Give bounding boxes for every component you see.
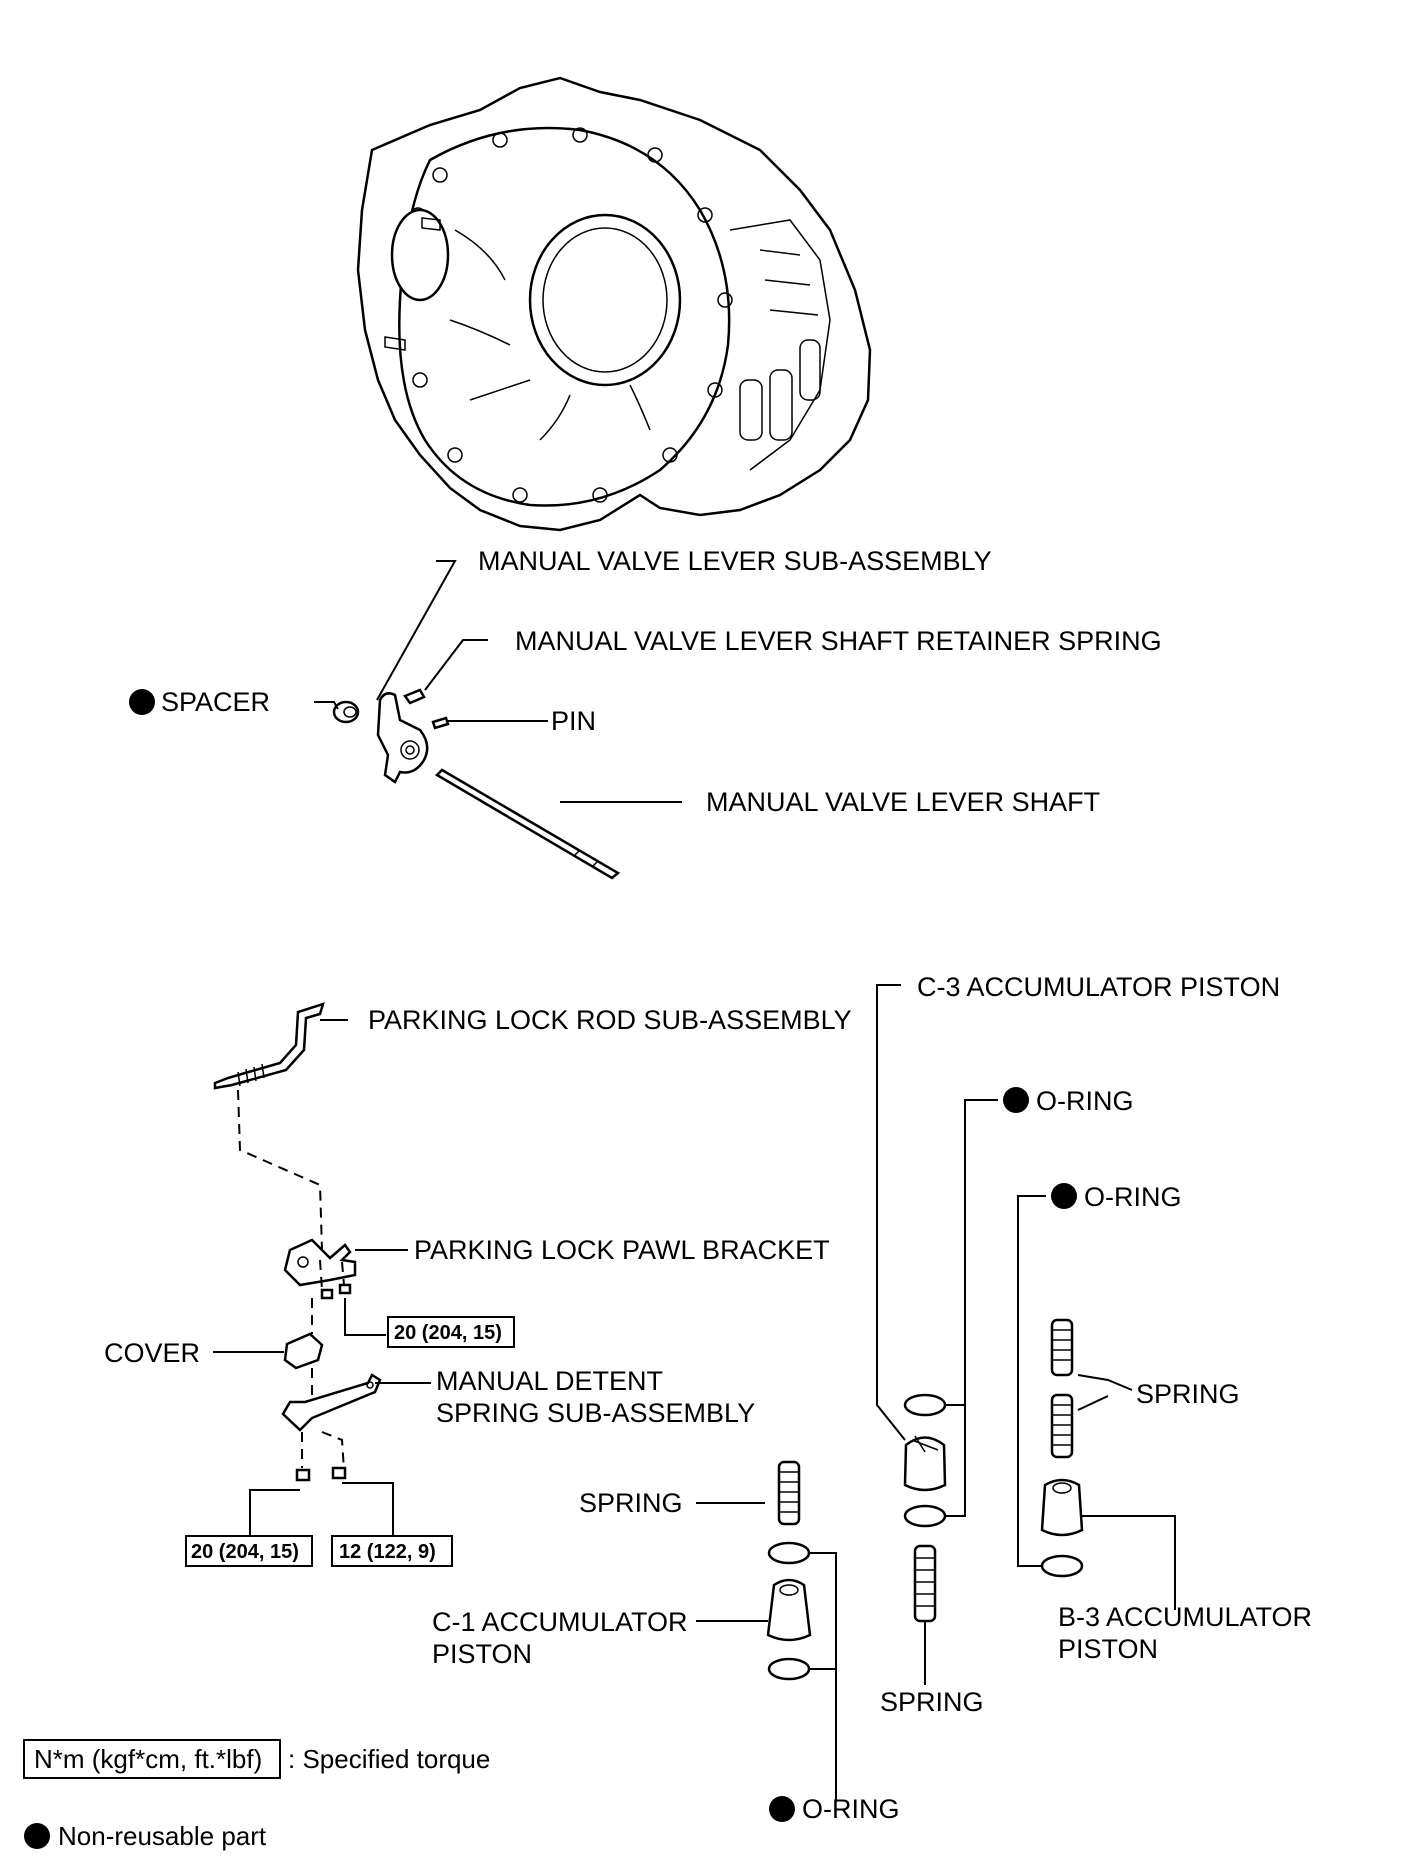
label-spring-c3: SPRING: [880, 1687, 984, 1717]
label-o-ring-b3: O-RING: [1084, 1182, 1182, 1212]
label-manual-valve-lever-sub-assembly: MANUAL VALVE LEVER SUB-ASSEMBLY: [478, 546, 992, 576]
accumulator-group: [696, 984, 1176, 1800]
parking-lock-group: [185, 1002, 515, 1567]
label-retainer-spring: MANUAL VALVE LEVER SHAFT RETAINER SPRING: [515, 626, 1162, 656]
spacer-part: [332, 700, 360, 724]
label-spring-b3: SPRING: [1136, 1379, 1240, 1409]
manual-valve-lever-group: [314, 560, 682, 880]
torque-box-detent-left: [185, 1535, 313, 1567]
part-labels: MANUAL VALVE LEVER SUB-ASSEMBLY MANUAL V…: [104, 546, 1312, 1824]
legend-torque-box: [23, 1739, 281, 1779]
label-parking-lock-rod: PARKING LOCK ROD SUB-ASSEMBLY: [368, 1005, 852, 1035]
retainer-spring-part: [403, 688, 426, 705]
manual-detent-spring-part: [281, 1373, 382, 1432]
label-parking-lock-pawl-bracket: PARKING LOCK PAWL BRACKET: [414, 1235, 830, 1265]
label-c1-accumulator-line1: C-1 ACCUMULATOR: [432, 1607, 688, 1637]
label-o-ring-c1: O-RING: [802, 1794, 900, 1824]
c1-accumulator-stack: [766, 1460, 812, 1681]
transmission-case-illustration: [356, 76, 872, 532]
manual-valve-lever-part: [376, 692, 429, 784]
label-b3-accumulator-line2: PISTON: [1058, 1634, 1158, 1664]
label-manual-valve-lever-shaft: MANUAL VALVE LEVER SHAFT: [706, 787, 1100, 817]
label-manual-detent-line2: SPRING SUB-ASSEMBLY: [436, 1398, 755, 1428]
torque-box-bracket: [387, 1316, 515, 1348]
label-c1-accumulator-line2: PISTON: [432, 1639, 532, 1669]
non-reusable-markers: [24, 689, 1077, 1849]
legend: N*m (kgf*cm, ft.*lbf) : Specified torque…: [23, 1739, 490, 1851]
torque-detent-bolt-right: 12 (122, 9): [339, 1541, 436, 1563]
torque-bracket-bolt: 20 (204, 15): [394, 1322, 502, 1344]
manual-valve-lever-shaft-part: [434, 768, 621, 880]
label-o-ring-c3: O-RING: [1036, 1086, 1134, 1116]
label-spring-c1: SPRING: [579, 1488, 683, 1518]
pin-part: [431, 716, 450, 730]
label-c3-accumulator-piston: C-3 ACCUMULATOR PISTON: [917, 972, 1280, 1002]
legend-non-reusable: Non-reusable part: [58, 1821, 267, 1851]
label-manual-detent-line1: MANUAL DETENT: [436, 1366, 663, 1396]
b3-accumulator-stack: [1040, 1318, 1084, 1578]
bracket-bolts: [319, 1259, 352, 1300]
legend-torque-desc: : Specified torque: [288, 1744, 490, 1774]
c3-accumulator-stack: [903, 1393, 947, 1623]
label-pin: PIN: [551, 706, 596, 736]
parking-lock-rod-part: [213, 1002, 325, 1090]
torque-box-detent-right: [331, 1535, 453, 1567]
legend-torque-unit: N*m (kgf*cm, ft.*lbf): [34, 1744, 262, 1774]
label-cover: COVER: [104, 1338, 200, 1368]
label-b3-accumulator-line1: B-3 ACCUMULATOR: [1058, 1602, 1312, 1632]
torque-detent-bolt-left: 20 (204, 15): [191, 1541, 299, 1563]
label-spacer: SPACER: [161, 687, 270, 717]
cover-part: [283, 1332, 324, 1370]
torque-values: 20 (204, 15) 20 (204, 15) 12 (122, 9): [191, 1322, 502, 1563]
